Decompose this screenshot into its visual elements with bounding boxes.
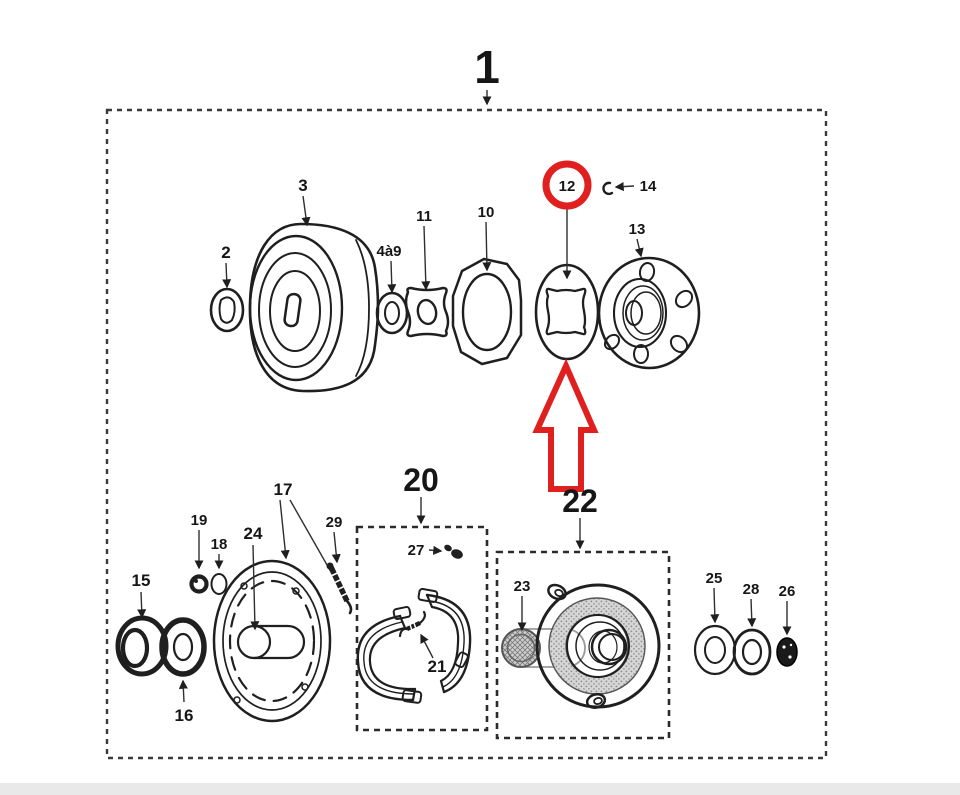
part-16-seal	[159, 617, 207, 677]
part-14-clip	[602, 181, 614, 196]
part-28-ring	[732, 628, 772, 676]
part-17-backing-plate	[212, 559, 332, 723]
part-27-clip	[444, 544, 463, 559]
part-label-22: 22	[562, 483, 598, 519]
highlight-circle	[542, 160, 592, 210]
part-label-19: 19	[191, 512, 208, 529]
part-label-10: 10	[478, 204, 495, 221]
image-bottom-strip	[0, 783, 960, 795]
part-label-1: 1	[474, 41, 500, 93]
leader-17a	[279, 499, 290, 560]
part-label-18: 18	[211, 536, 228, 553]
leader-11	[421, 225, 431, 291]
leader-15	[137, 591, 147, 619]
leader-21	[420, 633, 434, 659]
highlight-arrow-up-icon	[532, 358, 599, 492]
part-label-3: 3	[298, 176, 307, 195]
part-23-bushing	[501, 628, 586, 668]
part-12-gasket-disc	[534, 263, 600, 361]
part-2-ring	[209, 287, 245, 333]
part-29-spring	[326, 562, 353, 615]
part-label-2: 2	[221, 243, 230, 262]
part-label-20: 20	[403, 462, 439, 498]
part-label-4a9: 4à9	[376, 243, 401, 260]
part-label-15: 15	[132, 571, 151, 590]
assembly-20-dashed-box	[355, 525, 489, 732]
part-10-flange	[451, 257, 523, 366]
part-15-bearing	[115, 615, 169, 677]
part-22-brake-drum	[535, 583, 661, 709]
part-label-25: 25	[706, 570, 723, 587]
leader-3	[301, 195, 311, 227]
part-21-brake-shoes	[356, 587, 472, 704]
leader-25	[710, 587, 720, 624]
part-label-27: 27	[408, 542, 425, 559]
part-label-23: 23	[514, 578, 531, 595]
part-label-21: 21	[428, 657, 447, 676]
part-19-nut	[189, 574, 209, 594]
part-label-16: 16	[175, 706, 194, 725]
part-label-28: 28	[743, 581, 760, 598]
part-26-nut	[776, 637, 798, 667]
leader-16	[178, 679, 188, 703]
leader-2	[222, 262, 232, 289]
part-label-24: 24	[244, 524, 263, 543]
part-label-13: 13	[629, 221, 646, 238]
leader-10	[482, 221, 492, 272]
part-label-12: 12	[559, 178, 576, 195]
part-18-knurled-nut	[210, 573, 228, 595]
part-label-26: 26	[779, 583, 796, 600]
leader-29	[331, 531, 341, 564]
assembly-1-dashed-box	[105, 108, 828, 760]
part-label-17: 17	[274, 480, 293, 499]
part-11-retainer	[404, 286, 450, 338]
leader-14	[614, 182, 635, 192]
assembly-22-dashed-box	[495, 550, 671, 740]
part-label-29: 29	[326, 514, 343, 531]
leader-13	[634, 238, 644, 258]
part-25-washer	[693, 624, 737, 676]
part-4a9-washer	[375, 291, 409, 335]
leader-27	[428, 545, 443, 555]
leader-4a9	[387, 260, 397, 294]
part-label-11: 11	[416, 208, 432, 225]
part-label-14: 14	[640, 178, 657, 195]
part-13-hub	[597, 256, 701, 370]
part-3-wheel	[248, 222, 380, 393]
leader-28	[747, 598, 757, 628]
leader-24	[250, 544, 260, 631]
